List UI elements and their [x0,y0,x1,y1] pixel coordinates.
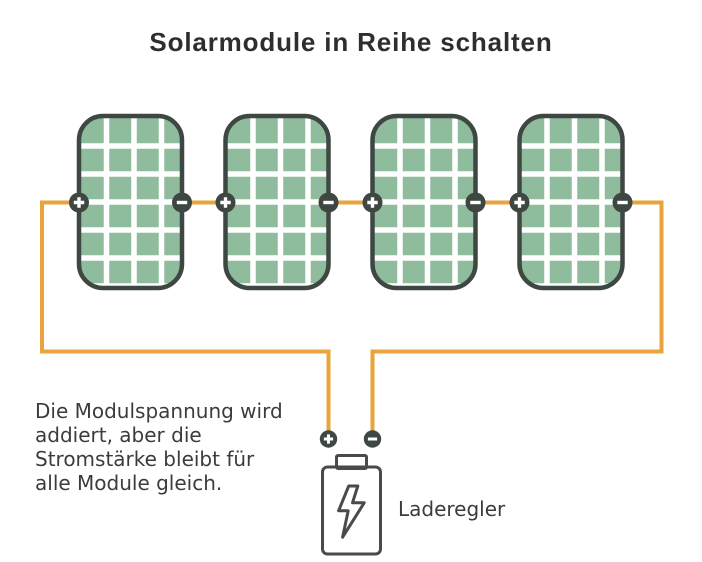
controller-label: Laderegler [398,497,506,521]
panel3-plus-terminal-icon [360,190,385,215]
charge-controller-icon [321,454,382,556]
controller-minus-terminal-icon [362,428,383,450]
panel4-plus-terminal-icon [507,190,532,215]
solar-panel-1 [79,116,182,288]
panel1-plus-terminal-icon [67,190,91,215]
solar-panel-3 [373,116,476,288]
panel4-minus-terminal-icon [610,190,635,215]
panel2-plus-terminal-icon [213,190,238,215]
panel3-minus-terminal-icon [463,190,488,215]
wire-negative-run [370,200,664,431]
panel1-minus-terminal-icon [170,190,194,215]
panel2-minus-terminal-icon [316,190,341,215]
solar-panel-4 [520,116,623,288]
lightning-bolt-icon [337,484,366,539]
controller-plus-terminal-icon [318,428,339,450]
solar-panel-2 [226,116,329,288]
description-text: Die Modulspannung wird addiert, aber die… [35,399,283,495]
battery-body [321,465,382,556]
wire-positive-run [40,200,331,431]
page-title: Solarmodule in Reihe schalten [149,27,553,57]
